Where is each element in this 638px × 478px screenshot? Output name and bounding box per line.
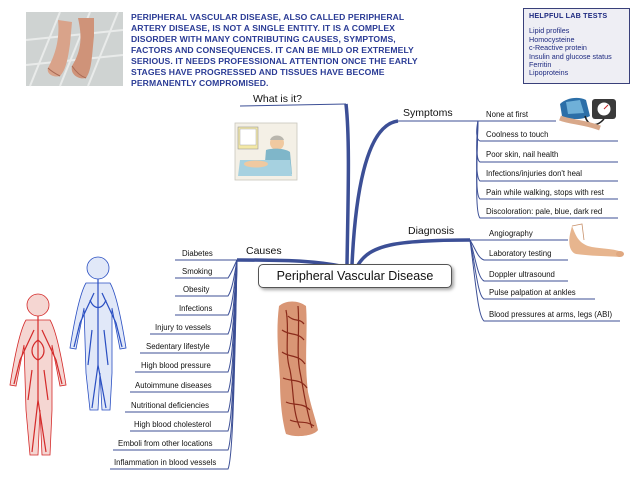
leg-veins-image (277, 301, 318, 437)
diagnosis-item: Angiography (489, 229, 533, 238)
lab-test-item: Insulin and glucose status (529, 51, 612, 61)
symptom-item: Discoloration: pale, blue, dark red (486, 207, 603, 216)
symptom-item: Pain while walking, stops with rest (486, 188, 604, 197)
symptom-item: Coolness to touch (486, 130, 549, 139)
cause-item: Infections (179, 304, 213, 313)
lab-test-item: c-Reactive protein (529, 43, 587, 53)
cause-item: Smoking (182, 267, 213, 276)
branch-symptoms: Symptoms (403, 107, 453, 119)
symptom-item: Poor skin, nail health (486, 150, 559, 159)
cause-item: Emboli from other locations (118, 439, 213, 448)
circulatory-system-figures (9, 256, 127, 456)
intro-paragraph: PERIPHERAL VASCULAR DISEASE, ALSO CALLED… (131, 12, 418, 88)
symptom-item: Infections/injuries don't heal (486, 169, 582, 178)
cause-item: Diabetes (182, 249, 213, 258)
lab-test-item: Lipid profiles (529, 26, 570, 36)
cause-item: High blood cholesterol (134, 420, 212, 429)
doctor-examining-patient (234, 122, 298, 181)
branch-what-is-it: What is it? (253, 93, 303, 105)
cause-item: Nutritional deficiencies (131, 401, 210, 410)
symptom-item: None at first (486, 110, 529, 119)
cause-item: Obesity (183, 285, 210, 294)
branch-diagnosis: Diagnosis (408, 225, 455, 237)
central-topic: Peripheral Vascular Disease (258, 264, 452, 288)
cause-item: High blood pressure (141, 361, 211, 370)
lab-test-item: Ferritin (529, 60, 552, 70)
lab-test-item: Lipoproteins (529, 68, 569, 78)
blood-pressure-cuff (556, 93, 622, 135)
cause-item: Inflammation in blood vessels (114, 458, 217, 467)
swollen-feet-photo (25, 11, 124, 87)
cause-item: Autoimmune diseases (135, 381, 212, 390)
branch-connectors (110, 103, 620, 470)
diagnosis-item: Pulse palpation at ankles (489, 288, 576, 297)
lab-tests-title: HELPFUL LAB TESTS (529, 11, 608, 20)
diagnosis-item: Laboratory testing (489, 249, 552, 258)
cause-item: Injury to vessels (155, 323, 211, 332)
branch-causes: Causes (246, 245, 282, 257)
lab-tests-box: HELPFUL LAB TESTS Lipid profiles Homocys… (523, 8, 630, 84)
foot-image (569, 223, 624, 257)
cause-item: Sedentary lifestyle (146, 342, 210, 351)
lab-test-item: Homocysteine (529, 34, 575, 44)
diagnosis-item: Doppler ultrasound (489, 270, 555, 279)
diagnosis-item: Blood pressures at arms, legs (ABI) (489, 310, 613, 319)
